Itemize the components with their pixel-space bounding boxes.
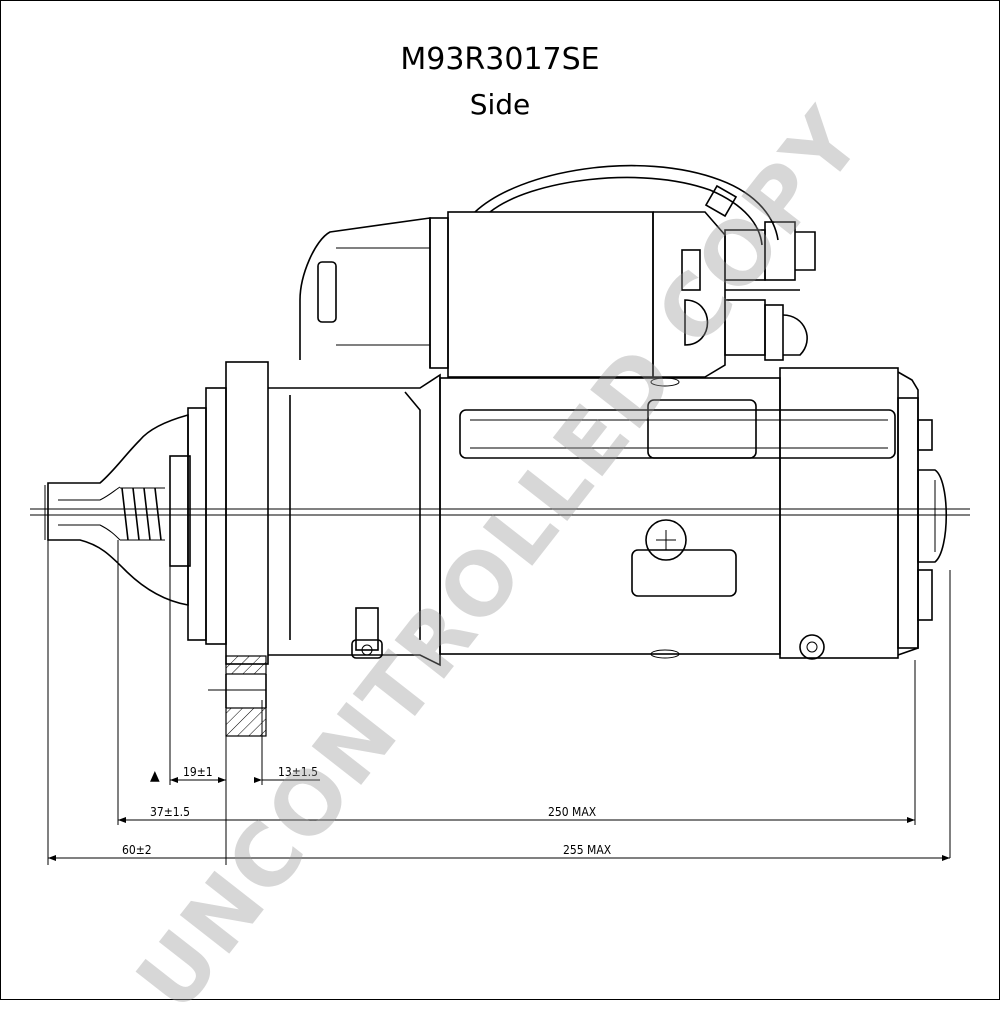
dim-60: 60±2 [122, 843, 152, 857]
dimension-lines [47, 540, 951, 865]
pinion-nose [44, 413, 189, 606]
grease-fitting [351, 607, 383, 659]
drawing-sheet [0, 0, 1000, 1000]
dim-250: 250 MAX [548, 805, 597, 819]
solenoid-wire [474, 164, 779, 246]
solenoid [299, 211, 726, 378]
motor-body [439, 367, 919, 660]
starter-motor-drawing: 19±1 13±1.5 37±1.5 250 MAX 60±2 255 MAX … [30, 164, 970, 865]
end-cap [917, 419, 947, 621]
solenoid-terminals [681, 221, 816, 361]
datum-triangle-icon: ▲ [150, 768, 160, 784]
dim-37: 37±1.5 [150, 805, 190, 819]
part-number-title: M93R3017SE [400, 42, 600, 77]
dim-19: 19±1 [183, 765, 213, 779]
center-line [30, 508, 970, 516]
dim-255: 255 MAX [563, 843, 612, 857]
drive-spring [120, 487, 165, 541]
drive-housing [169, 361, 441, 667]
dim-13: 13±1.5 [278, 765, 318, 779]
view-title: Side [469, 88, 531, 121]
mounting-flange-section [208, 655, 267, 737]
